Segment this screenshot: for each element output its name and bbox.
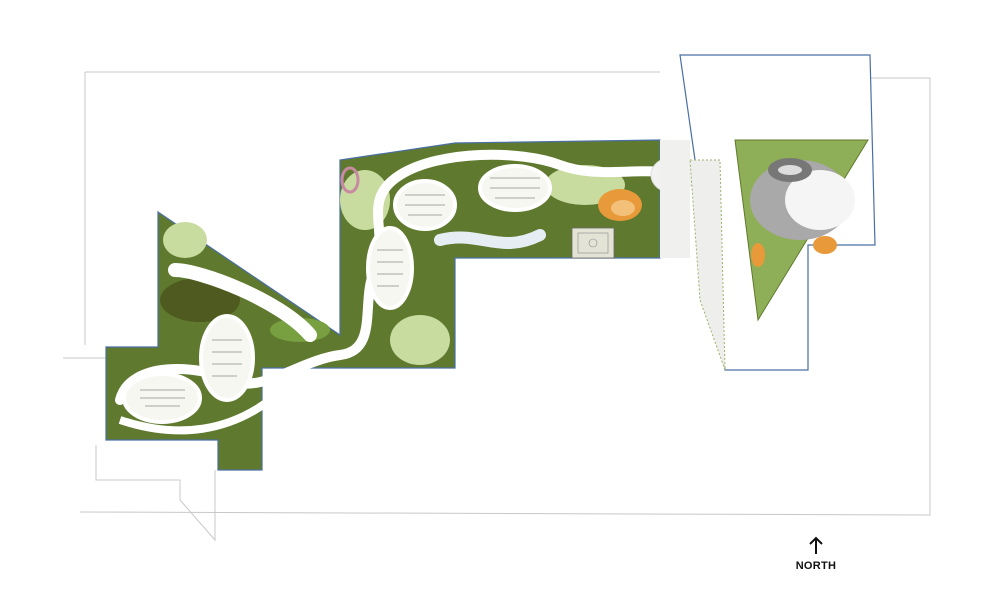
landscape-main <box>105 139 696 471</box>
north-label: NORTH <box>795 560 837 572</box>
site-boundary <box>63 71 931 542</box>
landscape-east <box>660 54 876 371</box>
north-arrow-icon <box>809 536 823 554</box>
north-indicator: NORTH <box>788 536 844 572</box>
